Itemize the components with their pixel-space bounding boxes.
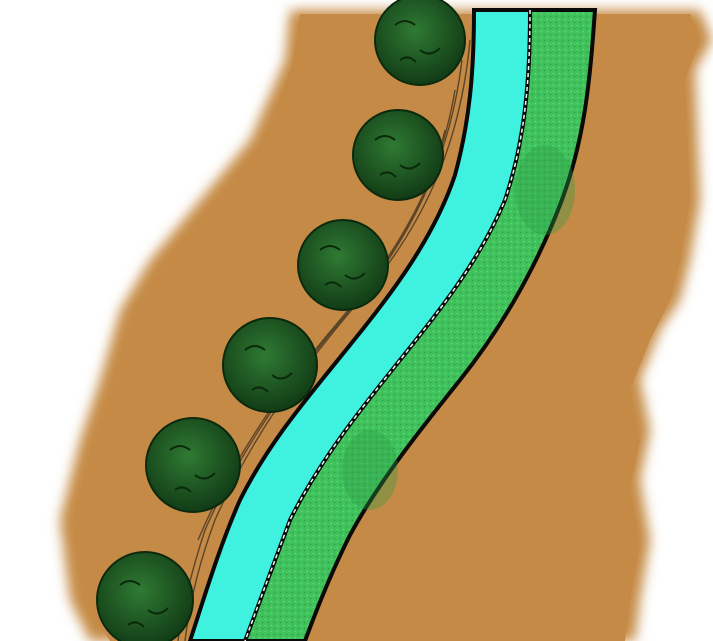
- tree-6-icon: [97, 552, 193, 641]
- tree-2-icon: [353, 110, 443, 200]
- tree-4-icon: [223, 318, 317, 412]
- tree-5-icon: [146, 418, 240, 512]
- tree-1-icon: [375, 0, 465, 85]
- tree-3-icon: [298, 220, 388, 310]
